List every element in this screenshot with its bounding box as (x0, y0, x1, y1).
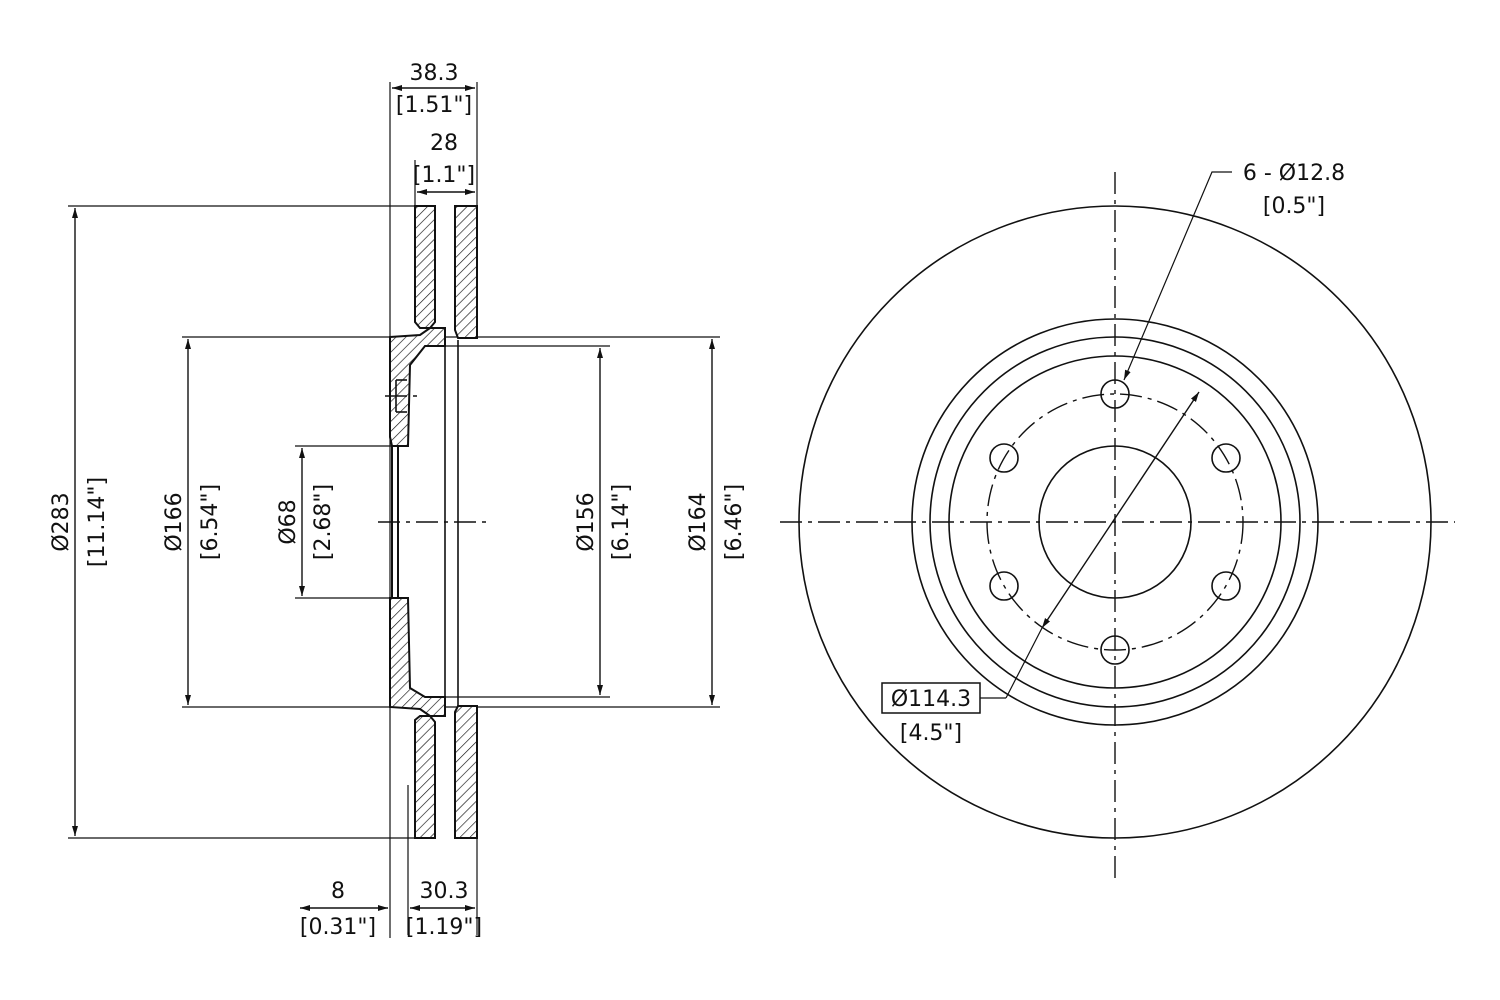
bolt-circle (986, 393, 1244, 651)
bolt-hole (1100, 635, 1130, 665)
outer-rim (798, 205, 1432, 839)
center-bore-mm: Ø68 (276, 499, 301, 544)
overall-width-mm: 38.3 (410, 61, 459, 86)
inner-diameter-in: [6.14"] (609, 484, 634, 560)
extension-lines (68, 82, 720, 938)
bolt-circle-in: [4.5"] (900, 721, 962, 746)
hat-height-in: [1.19"] (406, 915, 482, 940)
bolt-circle-leader (980, 391, 1200, 699)
hat-outer-diameter-mm: Ø164 (686, 492, 711, 551)
side-view: 38.3 [1.51"] 28 [1.1"] Ø283 [11.14"] Ø16… (49, 61, 747, 940)
front-view: 6 - Ø12.8 [0.5"] Ø114.3 [4.5"] (780, 161, 1455, 882)
overall-width-in: [1.51"] (396, 93, 472, 118)
bolt-hole (989, 443, 1019, 473)
hat-diameter-in: [6.54"] (198, 484, 223, 560)
bolt-circle-label-box (881, 682, 981, 714)
dimension-arrows (72, 85, 715, 911)
disc-width-in: [1.1"] (413, 163, 475, 188)
bolt-hole (989, 571, 1019, 601)
hat-outer-diameter-in: [6.46"] (722, 484, 747, 560)
hat-thickness-mm: 8 (331, 879, 345, 904)
bolt-hole (1211, 571, 1241, 601)
hat-diameter-mm: Ø166 (162, 492, 187, 551)
bolt-hole (1211, 443, 1241, 473)
bolt-hole-leader (1123, 171, 1232, 381)
hat-outer-ring (929, 336, 1301, 708)
rotor-cross-section (378, 205, 492, 839)
disc-width-mm: 28 (430, 131, 458, 156)
bolt-holes-mm: 6 - Ø12.8 (1243, 161, 1345, 186)
bolt-circle-mm: Ø114.3 (891, 687, 971, 712)
hat-thickness-in: [0.31"] (300, 915, 376, 940)
outer-diameter-in: [11.14"] (85, 477, 110, 567)
hat-height-mm: 30.3 (420, 879, 469, 904)
center-bore-in: [2.68"] (311, 484, 336, 560)
inner-diameter-mm: Ø156 (574, 492, 599, 551)
outer-diameter-mm: Ø283 (49, 492, 74, 551)
hat-inner-ring (948, 355, 1282, 689)
bolt-holes-in: [0.5"] (1263, 194, 1325, 219)
friction-inner-edge (911, 318, 1319, 726)
